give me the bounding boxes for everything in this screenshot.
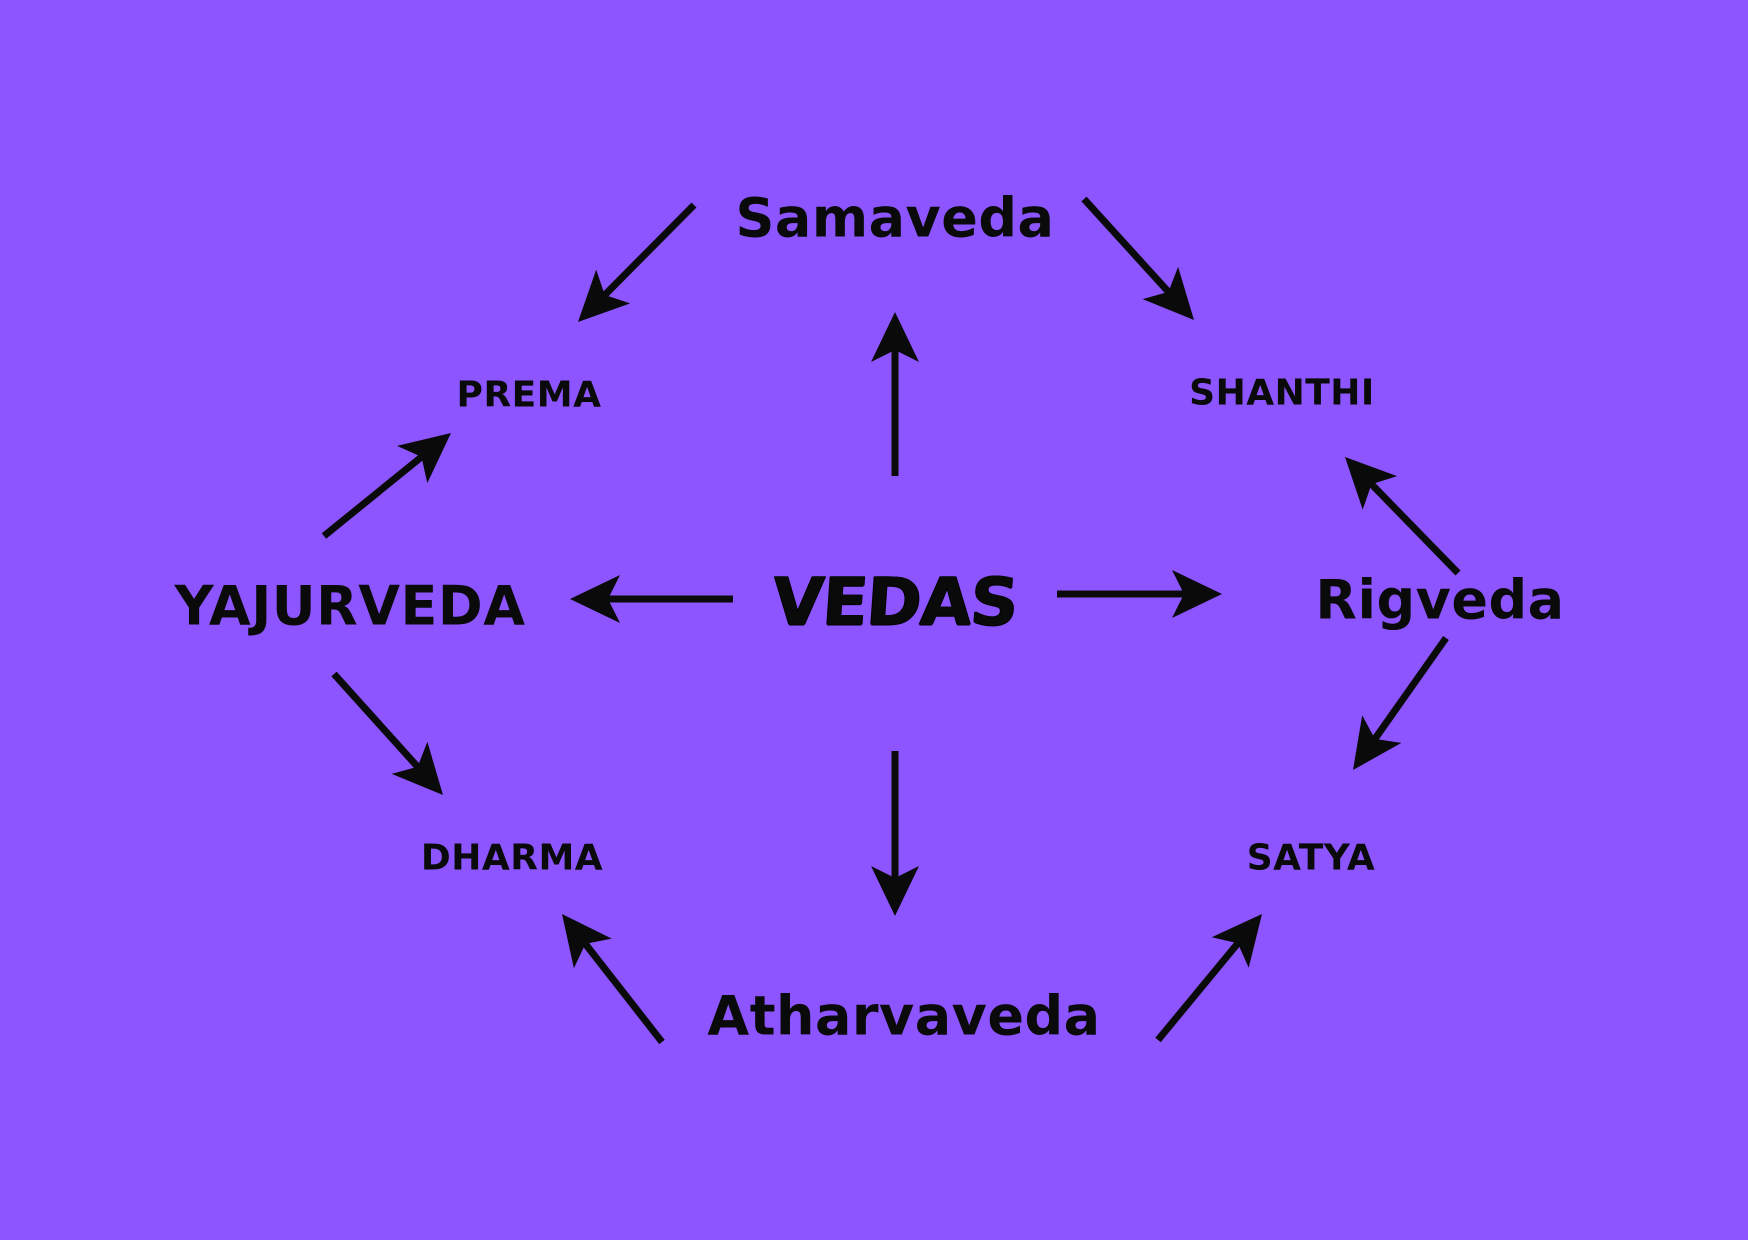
node-dharma: DHARMA <box>420 837 604 879</box>
arrow-rigveda-to-satya <box>1353 635 1449 770</box>
arrow-head <box>562 914 612 969</box>
arrow-shaft <box>582 941 665 1045</box>
arrow-samaveda-to-shanthi <box>1081 196 1194 320</box>
node-samaveda: Samaveda <box>735 186 1055 250</box>
arrow-yajurveda-to-dharma <box>331 671 443 795</box>
arrow-head <box>1172 570 1222 618</box>
arrow-shaft <box>331 671 421 770</box>
arrow-head <box>1142 266 1194 320</box>
arrow-group <box>321 196 1461 1045</box>
arrow-vedas-to-atharvaveda <box>871 751 919 916</box>
arrow-vedas-to-yajurveda <box>570 575 733 623</box>
arrow-head <box>871 312 919 362</box>
arrow-vedas-to-samaveda <box>871 312 919 476</box>
arrow-atharvaveda-to-satya <box>1155 914 1262 1043</box>
node-satya: SATYA <box>1246 837 1376 879</box>
arrow-head <box>397 433 451 484</box>
arrow-head <box>570 575 620 623</box>
arrow-head <box>1211 914 1262 968</box>
arrow-samaveda-to-prema <box>578 202 697 322</box>
arrow-head <box>1353 715 1402 770</box>
arrow-head <box>578 269 631 322</box>
center-node-vedas: VEDAS <box>770 563 1020 641</box>
arrow-shaft <box>1369 481 1461 576</box>
arrow-shaft <box>321 454 424 539</box>
arrow-shaft <box>1155 941 1241 1043</box>
node-atharvaveda: Atharvaveda <box>707 984 1101 1048</box>
arrow-rigveda-to-shanthi <box>1345 457 1461 576</box>
arrow-head <box>1345 457 1398 510</box>
arrow-shaft <box>1081 196 1172 295</box>
arrow-atharvaveda-to-dharma <box>562 914 665 1045</box>
node-rigveda: Rigveda <box>1315 568 1565 632</box>
node-shanthi: SHANTHI <box>1189 372 1375 414</box>
arrow-shaft <box>1372 635 1449 741</box>
node-yajurveda: YAJURVEDA <box>174 574 526 638</box>
arrow-shaft <box>602 202 697 298</box>
node-prema: PREMA <box>456 374 602 416</box>
arrow-head <box>391 741 443 795</box>
arrow-head <box>871 866 919 916</box>
arrow-yajurveda-to-prema <box>321 433 451 539</box>
arrow-vedas-to-rigveda <box>1057 570 1222 618</box>
